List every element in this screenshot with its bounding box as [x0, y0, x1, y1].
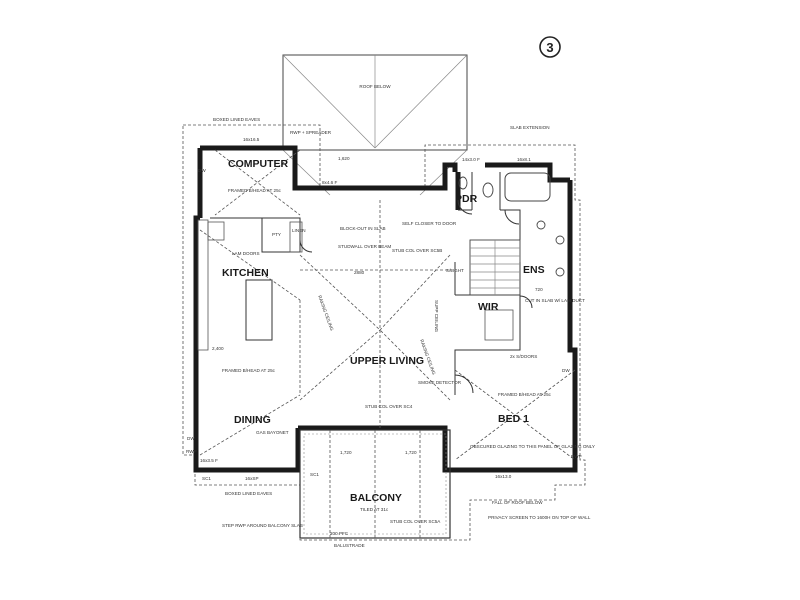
note-gas-bayonet: GAS BAYONET	[256, 430, 289, 435]
bathroom-fixtures	[458, 172, 565, 341]
note-lam-doors: LAM DOORS	[232, 251, 260, 256]
note-fall-of-roof: FALL OF ROOF BELOW	[492, 500, 543, 505]
note-framed-bhead-dining: FRAMED B/HEAD AT 25c	[222, 368, 276, 373]
note-pty: PTY	[272, 232, 281, 237]
page-number: 3	[546, 40, 553, 55]
page-number-badge: 3	[539, 36, 561, 58]
note-stub-col-top: STUB COL OVER SC5B	[392, 248, 442, 253]
note-studwall: STUDWALL OVER BEAM	[338, 244, 391, 249]
note-dim-1720-right: 1,720	[405, 450, 417, 455]
room-wir: WIR	[478, 301, 499, 313]
note-dim-14x3: 14x3.0 F	[462, 157, 480, 162]
room-kitchen: KITCHEN	[222, 267, 269, 279]
note-dim-720: 720	[535, 287, 543, 292]
note-boxed-eaves-top: BOXED LINED EAVES	[213, 117, 260, 122]
note-framed-bhead-computer: FRAMED B/HEAD AT 25c	[228, 188, 282, 193]
note-dim-2400: 2,400	[212, 346, 224, 351]
note-dw-bed: DW	[562, 368, 570, 373]
note-balustrade: BALUSTRADE	[334, 543, 365, 548]
roof-below-label: ROOF BELOW	[359, 84, 391, 89]
note-stub-col-bottom: STUB COL OVER SC5A	[390, 519, 441, 524]
note-dw-dining: DW	[187, 436, 195, 441]
note-boxed-eaves-bottom: BOXED LINED EAVES	[225, 491, 272, 496]
note-tiled-balcony: TILED AT 31c	[360, 507, 389, 512]
note-cut-in-slab: CUT IN SLAB W/ LAM DUCT	[525, 298, 585, 303]
note-smoke-detector: SMOKE DETECTOR	[418, 380, 462, 385]
note-dim-16xsp: 16xSP	[245, 476, 259, 481]
note-stub-col-mid: STUB COL OVER SC4	[365, 404, 413, 409]
note-dim-200pfc: 200 PFC	[330, 531, 349, 536]
note-dim-16x13: 16x13.0	[495, 474, 512, 479]
room-bed1: BED 1	[498, 413, 529, 425]
note-step-rwp: STEP RWP AROUND BALCONY SLAB	[222, 523, 303, 528]
room-computer: COMPUTER	[228, 158, 289, 170]
note-dim-8x4-left: 8x4.6 F	[322, 180, 338, 185]
room-dining: DINING	[234, 414, 271, 426]
kitchen-furniture	[197, 219, 303, 351]
note-dim-1620: 1,620	[338, 156, 350, 161]
room-balcony: BALCONY	[350, 492, 402, 504]
ceiling-lines	[199, 149, 576, 461]
doors	[299, 199, 533, 394]
balcony	[299, 429, 451, 539]
note-dw-top: DW	[198, 168, 206, 173]
note-slab-extension: SLAB EXTENSION	[510, 125, 550, 130]
note-rwp-left: RWP	[186, 449, 197, 454]
stairs	[469, 239, 521, 296]
note-dim-computer-top: 16x16.5	[243, 137, 260, 142]
note-sc1-left: SC1	[202, 476, 211, 481]
room-pdr: PDR	[455, 193, 478, 205]
note-rwp-right: RWP	[571, 454, 582, 459]
note-rwp-spreader: RWP + SPREADER	[290, 130, 332, 135]
note-privacy-screen: PRIVACY SCREEN TO 1600H ON TOP OF WALL	[488, 515, 591, 520]
room-upper-living: UPPER LIVING	[350, 355, 424, 367]
note-dim-16x8: 16x8.1	[517, 157, 531, 162]
eaves-outline	[182, 124, 586, 541]
note-obscured-glazing: OBSCURED GLAZING TO THIS PANEL OF GLAZIN…	[470, 444, 595, 449]
note-dim-16x3: 16x3.5 F	[200, 458, 218, 463]
note-raking-ceiling-left: RAKING CEILING	[317, 295, 335, 332]
note-dim-2880: 2880	[354, 270, 365, 275]
room-ens: ENS	[523, 264, 545, 276]
note-sc1-right: SC1	[310, 472, 319, 477]
note-block-out: BLOCK-OUT IN SLAB	[340, 226, 386, 231]
note-supp-ceiling: SUPP CEILING	[434, 300, 439, 333]
note-skylight: S/LIGHT	[446, 268, 464, 273]
note-framed-bhead-bed: FRAMED B/HEAD AT 25c	[498, 392, 552, 397]
note-sidoors: 2x S/DOORS	[510, 354, 537, 359]
note-self-closer: SELF CLOSER TO DOOR	[402, 221, 457, 226]
note-dim-1720-left: 1,720	[340, 450, 352, 455]
note-linen: LINEN	[292, 228, 306, 233]
exterior-walls	[193, 145, 578, 473]
